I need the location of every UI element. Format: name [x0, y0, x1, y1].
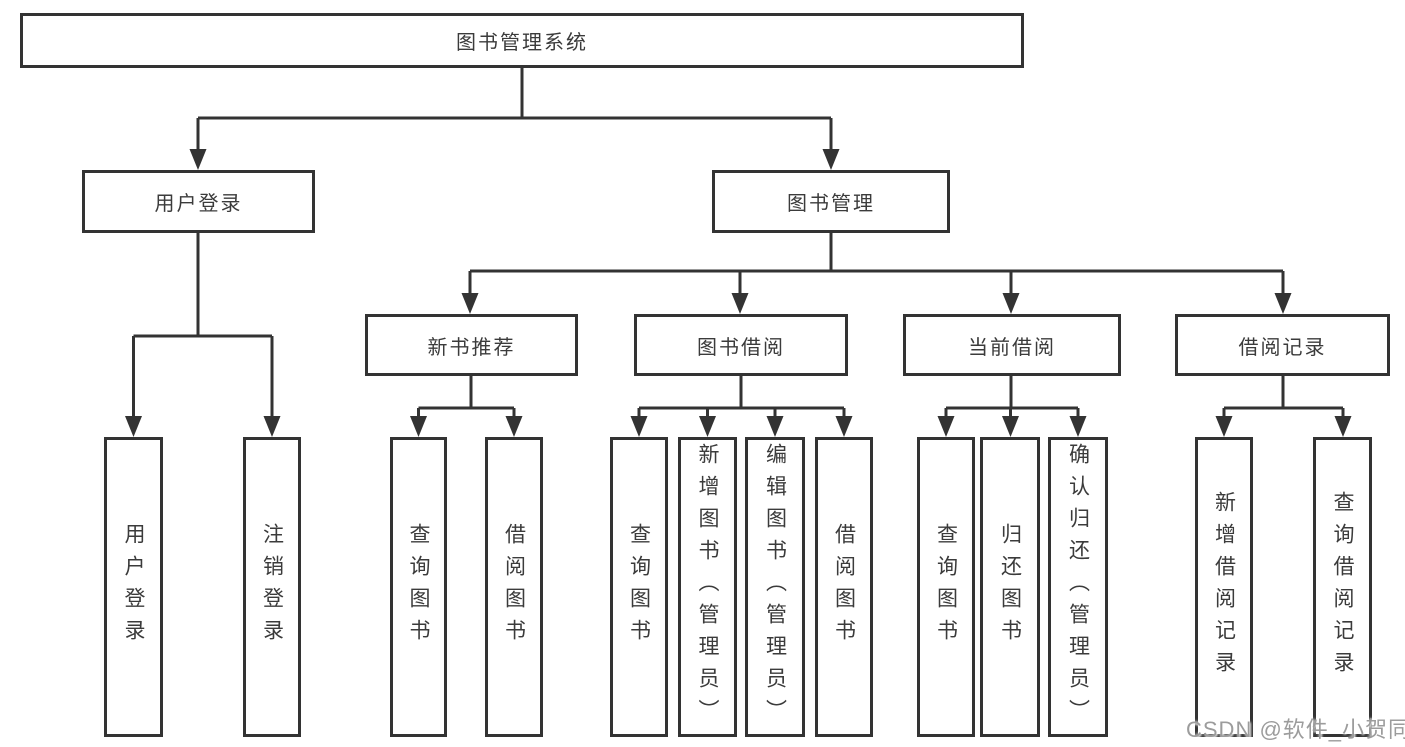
node-current-borrow: 当前借阅 [903, 314, 1121, 376]
node-label: 用户登录 [154, 193, 243, 215]
node-label: 新增图书（管理员） [696, 443, 719, 731]
node-label: 查询图书 [407, 523, 430, 651]
node-label: 图书管理 [787, 193, 875, 215]
arrowheads [125, 149, 1352, 437]
leaf-add-borrow-record: 新增借阅记录 [1195, 437, 1253, 737]
node-label: 借阅图书 [832, 523, 856, 651]
leaf-confirm-return-admin: 确认归还（管理员） [1048, 437, 1108, 737]
node-label: 编辑图书（管理员） [763, 443, 787, 731]
node-label: 图书借阅 [697, 336, 785, 359]
node-label: 注销登录 [260, 523, 284, 651]
node-label: 确认归还（管理员） [1066, 443, 1090, 731]
node-book-management: 图书管理 [712, 170, 950, 233]
node-label: 当前借阅 [968, 336, 1056, 359]
node-label: 归还图书 [998, 523, 1022, 651]
node-root-system: 图书管理系统 [20, 13, 1024, 68]
node-new-book-recommend: 新书推荐 [365, 314, 578, 376]
leaf-query-books: 查询图书 [390, 437, 447, 737]
leaf-query-borrow-record: 查询借阅记录 [1313, 437, 1372, 737]
csdn-watermark: CSDN @软件_小贺同学 [1186, 717, 1405, 742]
leaf-user-login: 用户登录 [104, 437, 163, 737]
node-label: 查询借阅记录 [1331, 491, 1354, 683]
node-label: 用户登录 [122, 523, 145, 651]
leaf-borrow-books: 借阅图书 [815, 437, 873, 737]
node-label: 借阅记录 [1238, 336, 1327, 359]
node-label: 查询图书 [627, 523, 651, 651]
leaf-return-books: 归还图书 [980, 437, 1040, 737]
node-label: 新书推荐 [427, 336, 516, 359]
leaf-add-books-admin: 新增图书（管理员） [678, 437, 737, 737]
leaf-query-books: 查询图书 [917, 437, 975, 737]
leaf-borrow-books: 借阅图书 [485, 437, 543, 737]
node-user-login: 用户登录 [82, 170, 315, 233]
leaf-query-books: 查询图书 [610, 437, 668, 737]
node-label: 新增借阅记录 [1212, 491, 1236, 683]
leaf-logout: 注销登录 [243, 437, 301, 737]
node-borrow-records: 借阅记录 [1175, 314, 1390, 376]
leaf-edit-books-admin: 编辑图书（管理员） [745, 437, 805, 737]
node-label: 借阅图书 [502, 523, 526, 651]
node-label: 查询图书 [934, 523, 958, 651]
node-label: 图书管理系统 [456, 32, 588, 54]
node-book-borrow: 图书借阅 [634, 314, 848, 376]
